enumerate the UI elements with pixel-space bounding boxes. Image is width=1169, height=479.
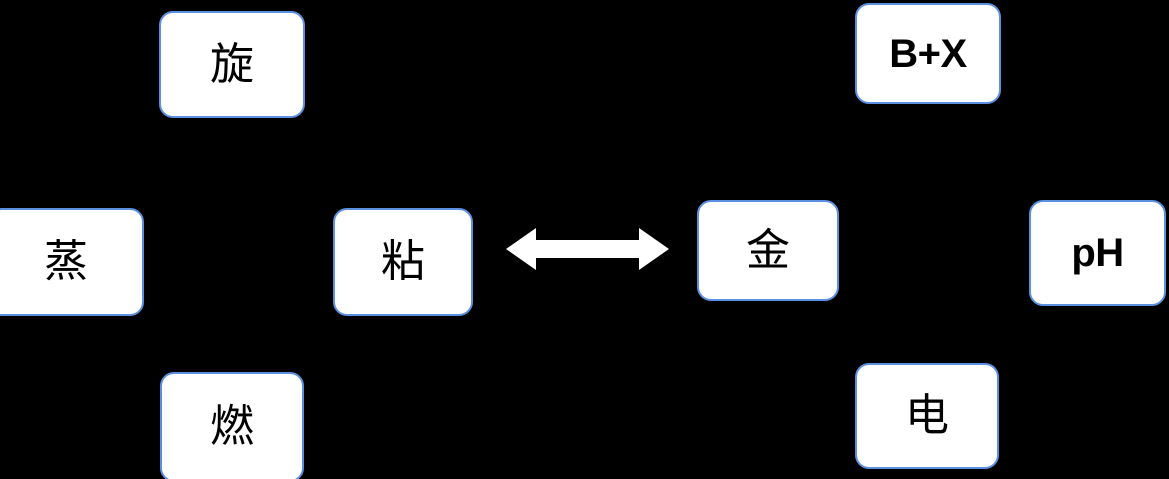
node-ph-label: pH [1071,231,1124,275]
node-xuan[interactable]: 旋 [159,11,305,118]
node-jin[interactable]: 金 [697,200,839,301]
node-dian[interactable]: 电 [855,363,999,469]
node-xuan-label: 旋 [210,38,254,90]
node-zhan[interactable]: 粘 [333,208,473,316]
node-dian-label: 电 [905,390,949,441]
node-ran-label: 燃 [210,401,254,452]
double-headed-arrow-svg [506,228,669,270]
node-zheng[interactable]: 蒸 [0,208,144,316]
node-ran[interactable]: 燃 [160,372,304,479]
node-b-plus-x[interactable]: B+X [855,3,1001,104]
node-zheng-label: 蒸 [44,236,88,287]
node-zhan-label: 粘 [381,236,425,287]
node-ph[interactable]: pH [1029,200,1166,306]
node-b-plus-x-label: B+X [889,31,967,76]
double-headed-arrow-icon [506,226,669,272]
double-headed-arrow-shape [506,228,669,270]
node-jin-label: 金 [746,224,790,276]
